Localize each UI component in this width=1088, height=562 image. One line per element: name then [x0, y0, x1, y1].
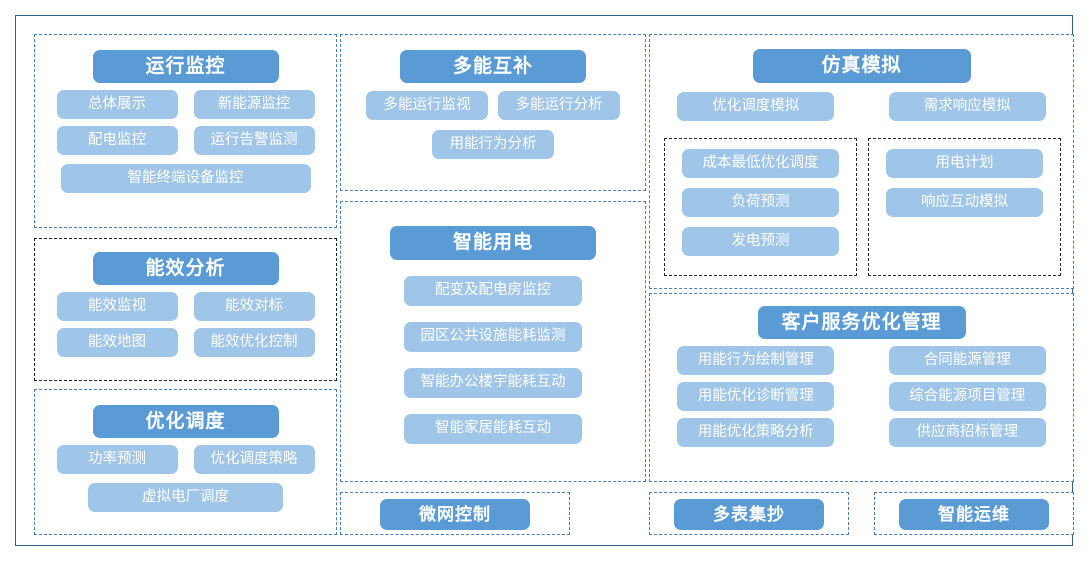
section-youhua-diaodu[interactable]: 优化调度 功率预测 优化调度策略 虚拟电厂调度: [34, 389, 337, 535]
item-xuqiu-xiangying-moni[interactable]: 需求响应模拟: [888, 92, 1046, 121]
item-nengxiao-youhua-kongzhi[interactable]: 能效优化控制: [193, 328, 315, 357]
chip-row: 总体展示 新能源监控: [35, 83, 336, 119]
section-duoneng-hubu[interactable]: 多能互补 多能运行监视 多能运行分析 用能行为分析: [340, 34, 646, 191]
item-fuhe-yuce[interactable]: 负荷预测: [682, 188, 839, 217]
item-yunxing-gaojing-jiance[interactable]: 运行告警监测: [193, 126, 315, 155]
item-zhineng-jiaju-nenghao-hudong[interactable]: 智能家居能耗互动: [404, 414, 582, 444]
section-header-zhineng-yongdian[interactable]: 智能用电: [390, 226, 596, 260]
section-zhineng-yongdian[interactable]: 智能用电 配变及配电房监控 园区公共设施能耗监测 智能办公楼宇能耗互动 智能家居…: [340, 201, 646, 482]
chip-row: 配电监控 运行告警监测: [35, 119, 336, 155]
section-header-yunxing-jiankong[interactable]: 运行监控: [92, 50, 279, 83]
column-middle: 多能互补 多能运行监视 多能运行分析 用能行为分析 智能用电 配变及配电房监控 …: [340, 16, 646, 547]
section-header-kehu-fuwu-youhua-guanli[interactable]: 客户服务优化管理: [757, 306, 966, 339]
column-right: 仿真模拟 优化调度模拟 需求响应模拟 成本最低优化调度 负荷预测 发电预测 用电…: [649, 16, 1074, 547]
section-header-fangzhen-moni[interactable]: 仿真模拟: [752, 49, 971, 83]
item-xuni-dianchang-diaodu[interactable]: 虚拟电厂调度: [88, 483, 283, 512]
fangzhen-subgroups: 成本最低优化调度 负荷预测 发电预测 用电计划 响应互动模拟: [664, 138, 1061, 276]
item-xinnengyuan-jiankong[interactable]: 新能源监控: [193, 90, 315, 119]
section-header-zhineng-yunwei[interactable]: 智能运维: [899, 499, 1049, 530]
chip-row: 功率预测 优化调度策略: [35, 438, 336, 474]
section-header-nengxiao-fenxi[interactable]: 能效分析: [92, 252, 279, 285]
item-zhineng-bangong-louyu-nenghao-hudong[interactable]: 智能办公楼宇能耗互动: [404, 368, 582, 398]
column-left: 运行监控 总体展示 新能源监控 配电监控 运行告警监测 智能终端设备监控 能效分…: [16, 16, 337, 547]
subsection-youhua-diaodu-moni[interactable]: 成本最低优化调度 负荷预测 发电预测: [664, 138, 857, 276]
chip-row: 能效地图 能效优化控制: [35, 321, 336, 357]
item-peibian-ji-peidianfang-jiankong[interactable]: 配变及配电房监控: [404, 276, 582, 306]
item-zonghe-nengyuan-xiangmu-guanli[interactable]: 综合能源项目管理: [888, 382, 1046, 411]
section-header-weiwang-kongzhi[interactable]: 微网控制: [380, 499, 530, 530]
item-zhineng-zhongduan-shebei-jiankong[interactable]: 智能终端设备监控: [60, 164, 311, 193]
section-kehu-fuwu-youhua-guanli[interactable]: 客户服务优化管理 用能行为绘制管理 合同能源管理 用能优化诊断管理 综合能源项目…: [649, 293, 1074, 482]
item-yongdian-jihua[interactable]: 用电计划: [886, 149, 1043, 178]
section-yunxing-jiankong[interactable]: 运行监控 总体展示 新能源监控 配电监控 运行告警监测 智能终端设备监控: [34, 34, 337, 228]
item-youhua-diaodu-moni[interactable]: 优化调度模拟: [677, 92, 835, 121]
section-zhineng-yunwei[interactable]: 智能运维: [874, 492, 1074, 535]
chip-row: 智能终端设备监控: [35, 155, 336, 193]
item-xiangying-hudong-moni[interactable]: 响应互动模拟: [886, 188, 1043, 217]
item-youhua-diaodu-celve[interactable]: 优化调度策略: [193, 445, 315, 474]
item-peidian-jiankong[interactable]: 配电监控: [56, 126, 178, 155]
chip-row: 用能行为绘制管理 合同能源管理: [650, 346, 1073, 375]
section-header-duoneng-hubu[interactable]: 多能互补: [400, 50, 586, 83]
item-duoneng-yunxing-jianshi[interactable]: 多能运行监视: [366, 91, 488, 120]
chip-row: 虚拟电厂调度: [35, 474, 336, 512]
section-header-duobiao-jichao[interactable]: 多表集抄: [674, 499, 824, 530]
chip-row: 优化调度模拟 需求响应模拟: [650, 92, 1073, 121]
item-hetong-nengyuan-guanli[interactable]: 合同能源管理: [888, 346, 1046, 375]
item-duoneng-yunxing-fenxi[interactable]: 多能运行分析: [498, 91, 620, 120]
item-yongneng-youhua-celve-fenxi[interactable]: 用能优化策略分析: [677, 418, 835, 447]
item-yongneng-xingwei-fenxi[interactable]: 用能行为分析: [432, 130, 554, 159]
chip-row: 用能优化策略分析 供应商招标管理: [650, 418, 1073, 447]
diagram-frame: 运行监控 总体展示 新能源监控 配电监控 运行告警监测 智能终端设备监控 能效分…: [15, 15, 1074, 547]
section-fangzhen-moni[interactable]: 仿真模拟 优化调度模拟 需求响应模拟 成本最低优化调度 负荷预测 发电预测 用电…: [649, 34, 1074, 289]
item-gongyingshang-zhaobiao-guanli[interactable]: 供应商招标管理: [888, 418, 1046, 447]
section-weiwang-kongzhi[interactable]: 微网控制: [340, 492, 570, 535]
item-nengxiao-ditu[interactable]: 能效地图: [56, 328, 178, 357]
chip-row: 用能优化诊断管理 综合能源项目管理: [650, 382, 1073, 411]
chip-row: 用能行为分析: [341, 120, 645, 159]
section-header-youhua-diaodu[interactable]: 优化调度: [92, 405, 279, 438]
chip-row: 多能运行监视 多能运行分析: [341, 83, 645, 120]
item-chengben-zuidi-youhua-diaodu[interactable]: 成本最低优化调度: [682, 149, 839, 178]
section-nengxiao-fenxi[interactable]: 能效分析 能效监视 能效对标 能效地图 能效优化控制: [34, 238, 337, 381]
item-zongti-zhanshi[interactable]: 总体展示: [56, 90, 178, 119]
item-fadian-yuce[interactable]: 发电预测: [682, 227, 839, 256]
item-nengxiao-jianshi[interactable]: 能效监视: [56, 292, 178, 321]
section-duobiao-jichao[interactable]: 多表集抄: [649, 492, 849, 535]
item-yongneng-xingwei-huizhi-guanli[interactable]: 用能行为绘制管理: [677, 346, 835, 375]
subsection-xuqiu-xiangying-moni[interactable]: 用电计划 响应互动模拟: [868, 138, 1061, 276]
item-yuanqu-gonggong-sheshi-nenghao-jiance[interactable]: 园区公共设施能耗监测: [404, 322, 582, 352]
chip-row: 能效监视 能效对标: [35, 285, 336, 321]
item-nengxiao-duibiao[interactable]: 能效对标: [193, 292, 315, 321]
item-yongneng-youhua-zhenduan-guanli[interactable]: 用能优化诊断管理: [677, 382, 835, 411]
item-gonglv-yuce[interactable]: 功率预测: [56, 445, 178, 474]
